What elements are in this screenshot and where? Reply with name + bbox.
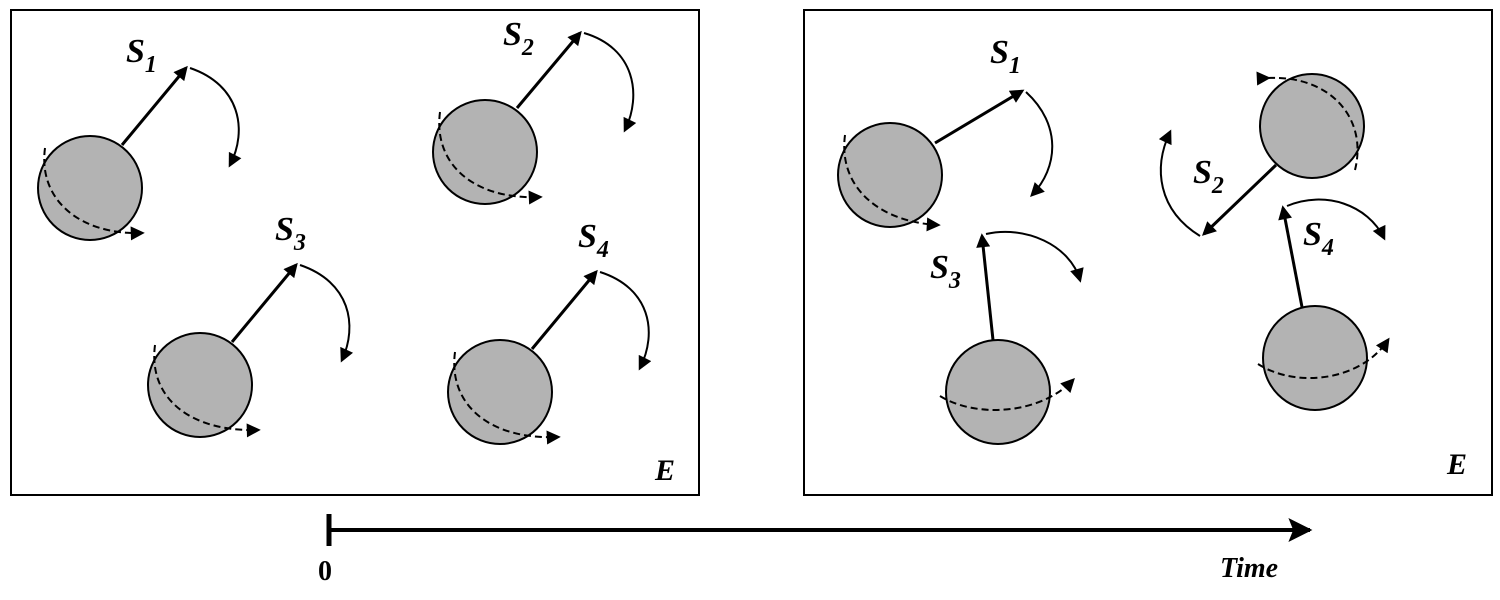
spin-label: S1 xyxy=(126,33,157,78)
spin-label: S1 xyxy=(990,34,1021,79)
rotation-arrow xyxy=(189,67,242,168)
rotation-arrow xyxy=(985,230,1084,283)
spin-sphere xyxy=(837,122,943,228)
time-axis: 0 Time xyxy=(318,514,1313,587)
spin-label: S4 xyxy=(578,218,609,263)
spin-label: S4 xyxy=(1303,216,1334,261)
environment-label: E xyxy=(654,454,675,487)
rotation-arrow xyxy=(299,264,354,363)
spin-s2: S2 xyxy=(432,16,637,205)
precession-path xyxy=(438,111,543,205)
time-axis-label: Time xyxy=(1220,553,1278,584)
spin-s4: S4 xyxy=(447,218,652,445)
spin-vector-arrow xyxy=(1278,205,1304,308)
time-origin-label: 0 xyxy=(318,556,332,587)
precession-path xyxy=(843,134,941,232)
environment-label: E xyxy=(1446,448,1467,481)
spin-s4: S4 xyxy=(1257,198,1390,411)
precession-path xyxy=(453,351,561,445)
spin-vector-arrow xyxy=(120,65,188,146)
rotation-arrow xyxy=(583,32,637,133)
spin-vector-arrow xyxy=(1201,163,1278,236)
spin-s1: S1 xyxy=(37,33,242,241)
spin-sphere xyxy=(432,99,538,205)
precession-path xyxy=(43,147,145,241)
precession-path xyxy=(939,377,1075,411)
spin-label: S2 xyxy=(503,16,534,61)
environment-box xyxy=(803,9,1493,496)
spin-sphere xyxy=(945,339,1051,445)
precession-path xyxy=(1257,337,1390,380)
spin-sphere xyxy=(147,332,253,438)
spin-vector-arrow xyxy=(976,233,995,341)
spin-sphere xyxy=(447,339,553,445)
spin-s3: S3 xyxy=(147,211,354,438)
spin-s1: S1 xyxy=(837,34,1054,232)
spin-s3: S3 xyxy=(930,230,1084,445)
spin-sphere xyxy=(37,135,143,241)
environment-box xyxy=(10,9,700,496)
precession-path xyxy=(153,344,261,438)
spin-label: S3 xyxy=(275,211,306,256)
panel-initial: E S1 S2 S3 xyxy=(10,9,700,496)
spin-label: S3 xyxy=(930,249,961,294)
spin-sphere xyxy=(1259,73,1365,179)
spin-sphere xyxy=(1262,305,1368,411)
panel-later: E S1 S2 S3 xyxy=(803,9,1493,496)
precession-path xyxy=(1256,71,1359,171)
rotation-arrow xyxy=(1025,91,1054,198)
spin-vector-arrow xyxy=(934,89,1025,145)
rotation-arrow xyxy=(1286,198,1386,241)
spin-label: S2 xyxy=(1193,154,1224,199)
rotation-arrow xyxy=(599,271,652,371)
spin-vector-arrow xyxy=(530,269,598,350)
rotation-arrow xyxy=(1158,129,1201,237)
spin-vector-arrow xyxy=(515,30,582,109)
spin-s2: S2 xyxy=(1158,71,1365,237)
spin-vector-arrow xyxy=(230,262,298,343)
